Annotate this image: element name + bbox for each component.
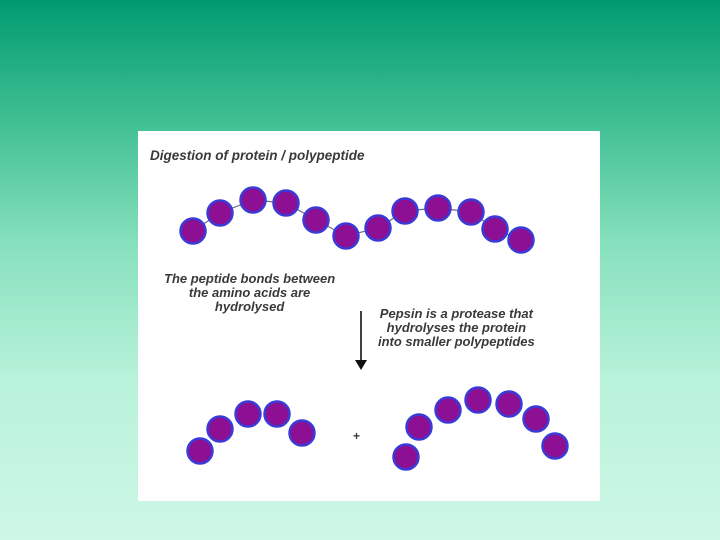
note-line: into smaller polypeptides — [378, 334, 535, 349]
amino-acid — [405, 413, 433, 441]
amino-acid — [541, 432, 569, 460]
diagram-canvas — [179, 186, 569, 471]
hydrolysis-arrow — [355, 311, 367, 370]
note-line: Pepsin is a protease that — [379, 306, 533, 321]
amino-acid — [302, 206, 330, 234]
diagram-panel: Digestion of protein / polypeptide The p… — [138, 131, 600, 501]
amino-acid — [179, 217, 207, 245]
note-line: The peptide bonds between — [164, 271, 336, 286]
amino-acid — [507, 226, 535, 254]
amino-acid — [263, 400, 291, 428]
amino-acid — [288, 419, 316, 447]
peptide-bond-note: The peptide bonds between the amino acid… — [164, 272, 335, 314]
amino-acid — [332, 222, 360, 250]
amino-acid — [481, 215, 509, 243]
amino-acid — [186, 437, 214, 465]
amino-acid — [391, 197, 419, 225]
amino-acid — [234, 400, 262, 428]
amino-acid — [464, 386, 492, 414]
amino-acid — [495, 390, 523, 418]
polypeptide-chain — [179, 186, 535, 254]
note-line: hydrolyses the protein — [386, 320, 527, 335]
amino-acid — [392, 443, 420, 471]
amino-acid — [206, 199, 234, 227]
polypeptide-fragment-left — [186, 400, 316, 465]
plus-sign: + — [353, 429, 361, 443]
amino-acid — [457, 198, 485, 226]
polypeptide-fragment-right — [392, 386, 569, 471]
pepsin-note: Pepsin is a protease that hydrolyses the… — [378, 307, 535, 349]
amino-acid — [239, 186, 267, 214]
amino-acid — [434, 396, 462, 424]
amino-acid — [272, 189, 300, 217]
amino-acid — [206, 415, 234, 443]
note-line: hydrolysed — [214, 299, 285, 314]
diagram-title: Digestion of protein / polypeptide — [150, 148, 365, 163]
note-line: the amino acids are — [188, 285, 311, 300]
amino-acid — [424, 194, 452, 222]
amino-acid — [522, 405, 550, 433]
amino-acid — [364, 214, 392, 242]
